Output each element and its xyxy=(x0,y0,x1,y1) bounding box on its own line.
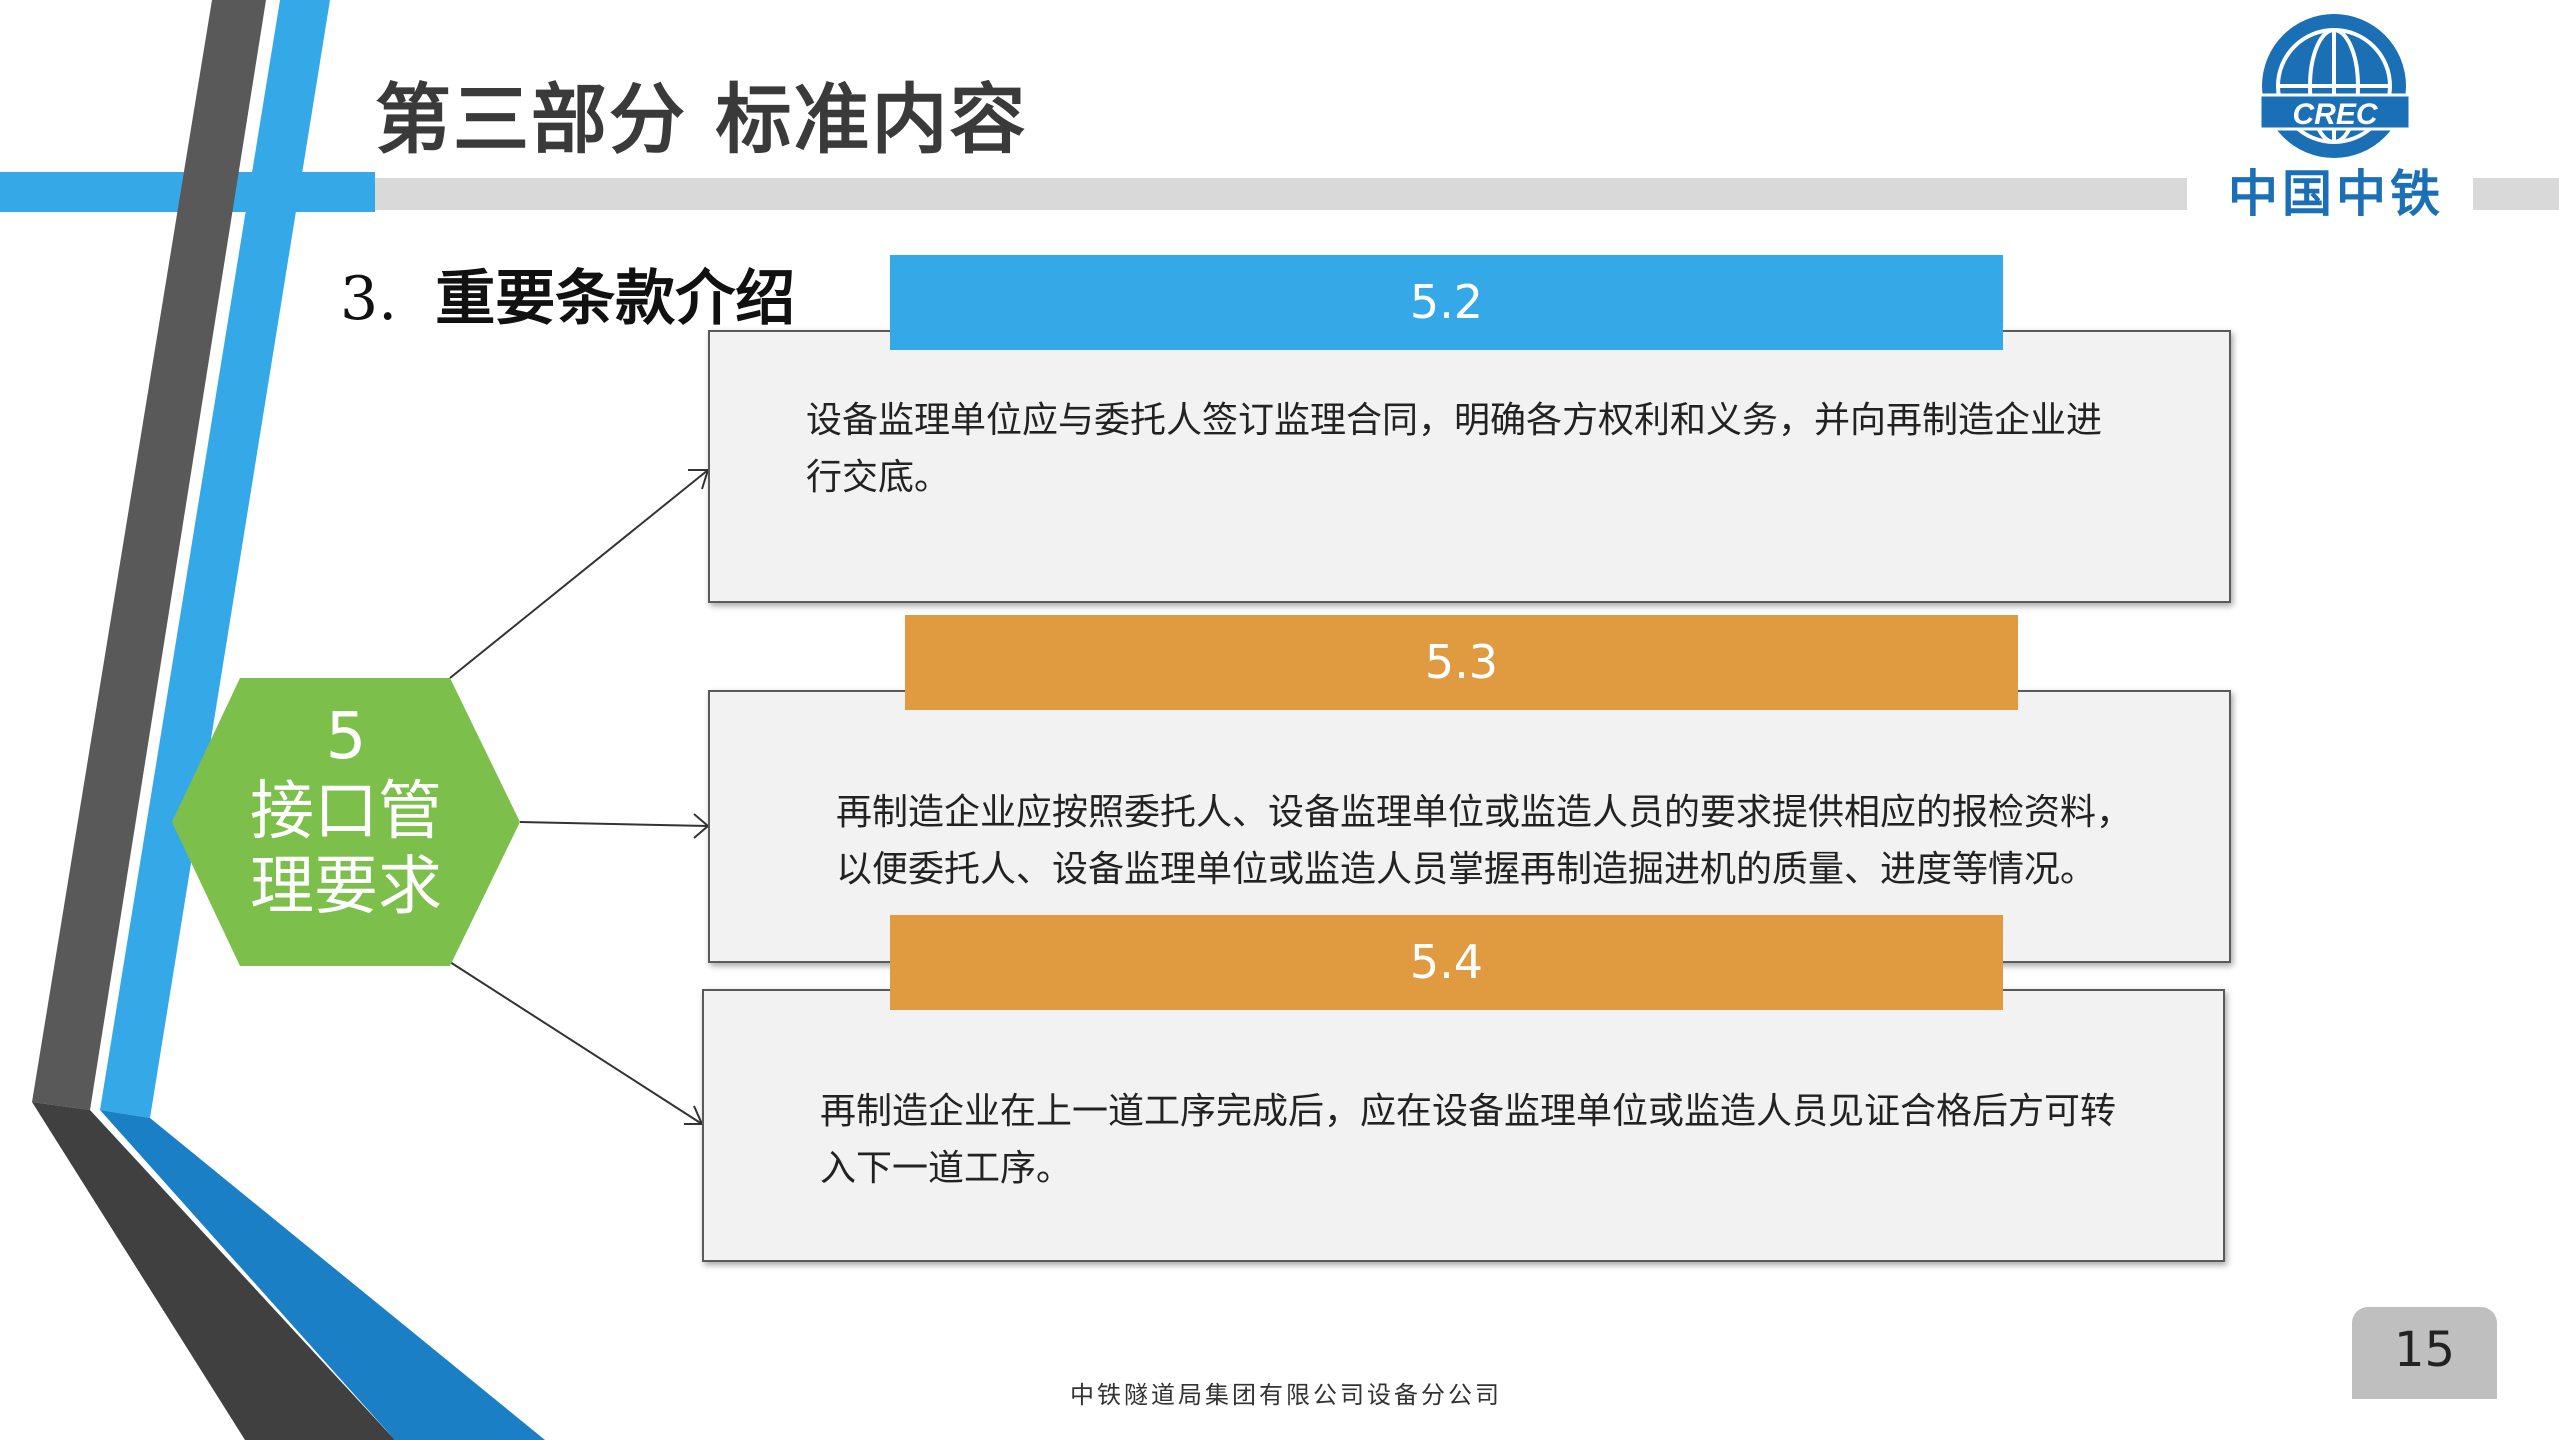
dark-bottom-wedge xyxy=(32,1102,395,1440)
crec-globe-logo-icon: CREC xyxy=(2258,14,2412,158)
header-gray-bar-right xyxy=(2473,178,2559,210)
clause-text-5-4: 再制造企业在上一道工序完成后，应在设备监理单位或监造人员见证合格后方可转入下一道… xyxy=(820,1091,2117,1189)
hub-number: 5 xyxy=(325,700,367,774)
page-number: 15 xyxy=(2393,1322,2456,1378)
clause-box-5-2: 设备监理单位应与委托人签订监理合同，明确各方权利和义务，并向再制造企业进行交底。 xyxy=(708,330,2231,603)
section-number: 3. xyxy=(340,264,398,334)
clause-text-5-3: 再制造企业应按照委托人、设备监理单位或监造人员的要求提供相应的报检资料，以便委托… xyxy=(836,792,2133,890)
header-gray-bar xyxy=(375,178,2187,210)
blue-slant-stripe xyxy=(100,0,330,1118)
clause-band-5-2: 5.2 xyxy=(890,255,2003,350)
clause-band-5-4: 5.4 xyxy=(890,915,2003,1010)
page-title: 第三部分 标准内容 xyxy=(375,75,1028,164)
section-label: 重要条款介绍 xyxy=(435,264,796,334)
hub-hexagon xyxy=(172,678,520,966)
hub-title: 接口管理要求 xyxy=(250,775,442,924)
page-number-tab xyxy=(2352,1307,2497,1399)
footer-organization: 中铁隧道局集团有限公司设备分公司 xyxy=(1070,1381,1502,1409)
clause-box-5-4: 再制造企业在上一道工序完成后，应在设备监理单位或监造人员见证合格后方可转入下一道… xyxy=(702,989,2225,1262)
clause-text-5-2: 设备监理单位应与委托人签订监理合同，明确各方权利和义务，并向再制造企业进行交底。 xyxy=(806,400,2103,498)
blue-bottom-wedge xyxy=(100,1110,545,1440)
clause-band-5-3: 5.3 xyxy=(905,615,2018,710)
dark-slant-stripe xyxy=(32,0,266,1110)
brand-logo-text: 中国中铁 xyxy=(2228,165,2444,223)
svg-text:CREC: CREC xyxy=(2292,98,2378,131)
hub-label: 5 接口管理要求 xyxy=(172,700,520,925)
section-heading: 3. 重要条款介绍 xyxy=(340,250,795,337)
